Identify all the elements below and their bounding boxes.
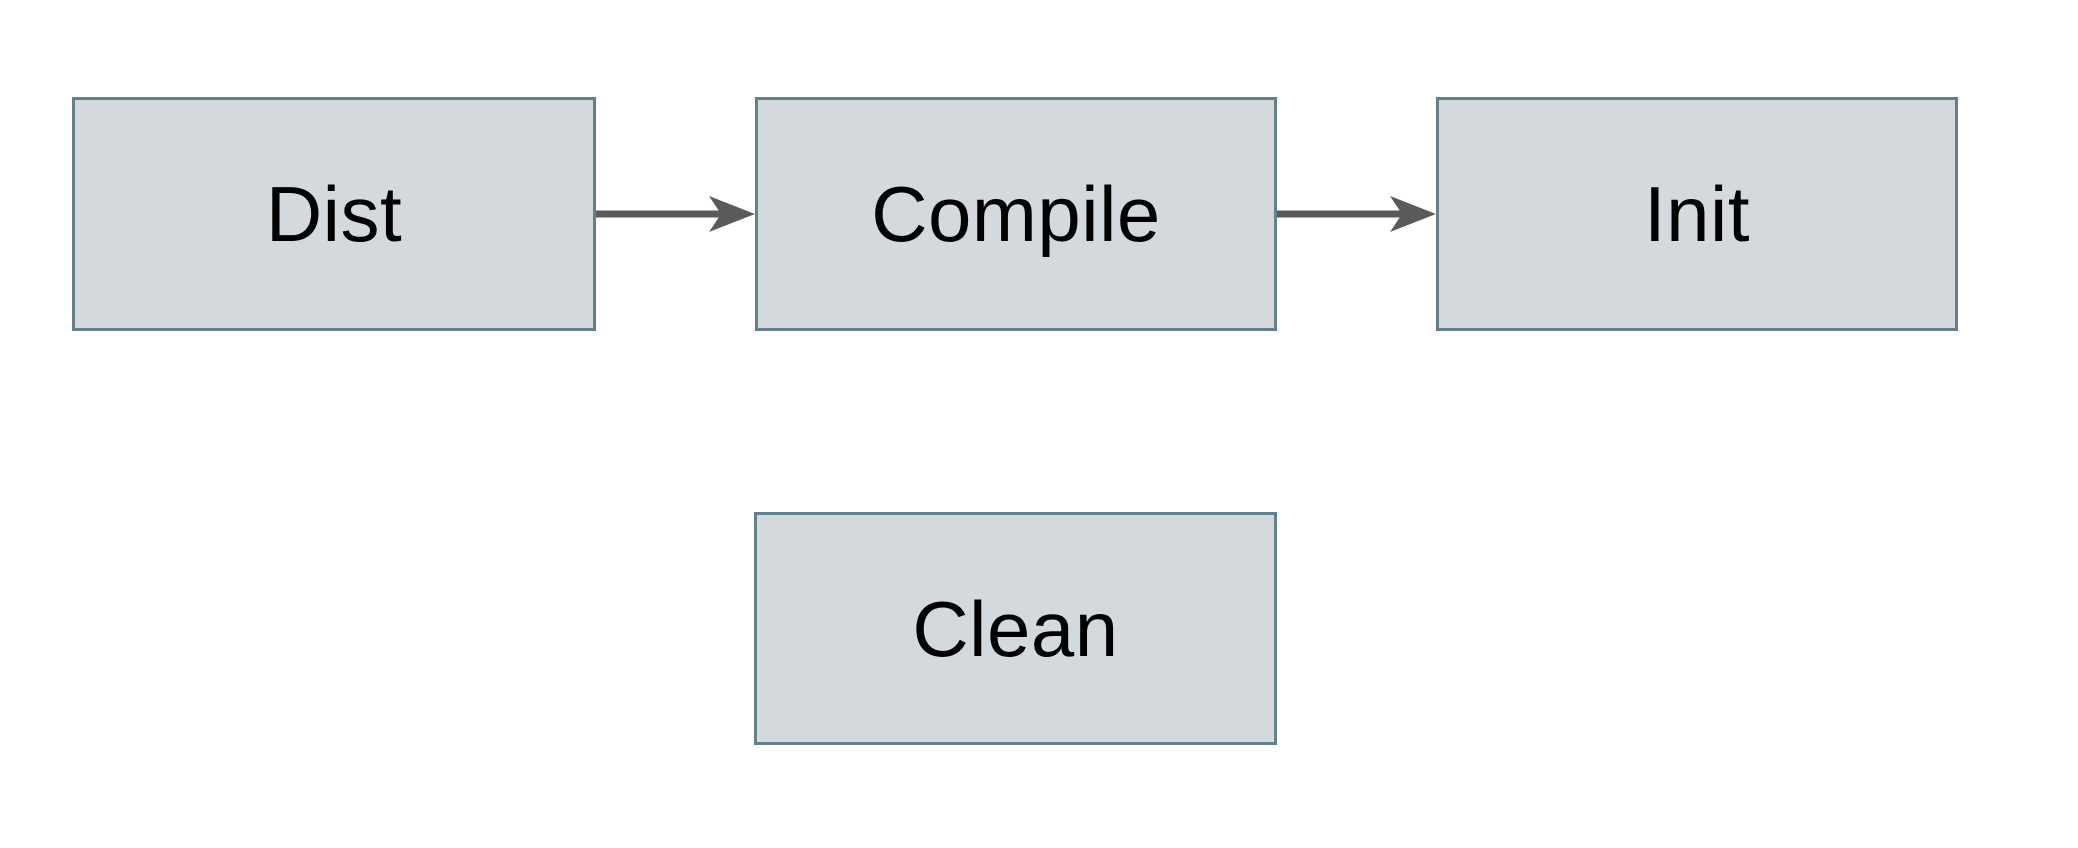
- node-compile-label: Compile: [871, 170, 1161, 258]
- node-clean-label: Clean: [912, 584, 1119, 673]
- arrow-compile-to-init[interactable]: [1277, 196, 1436, 232]
- node-init-label: Init: [1643, 170, 1751, 258]
- node-dist-label: Dist: [265, 170, 403, 258]
- node-clean[interactable]: Clean: [754, 512, 1277, 745]
- node-compile[interactable]: Compile: [755, 97, 1277, 331]
- node-dist[interactable]: Dist: [72, 97, 596, 331]
- node-init[interactable]: Init: [1436, 97, 1958, 331]
- arrow-dist-to-compile[interactable]: [596, 196, 755, 232]
